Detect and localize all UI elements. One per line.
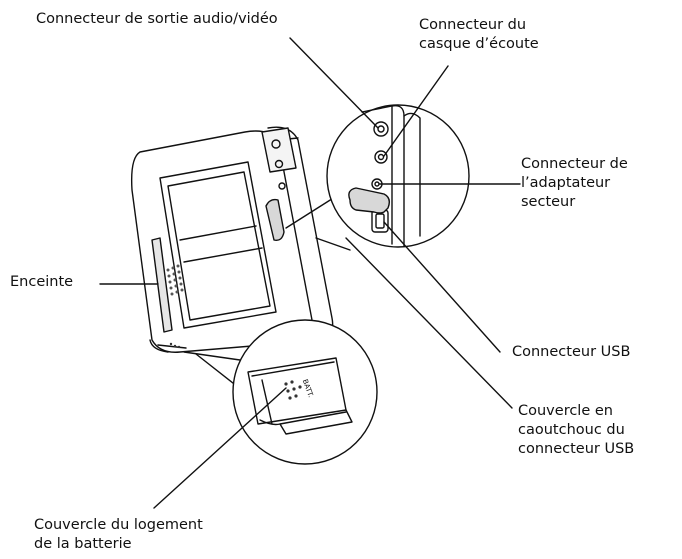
zoomed-battery-door [247, 357, 353, 435]
label-usb-connector: Connecteur USB [512, 344, 631, 360]
label-speaker: Enceinte [10, 274, 74, 290]
label-av-output-connector: Connecteur de sortie audio/vidéo [36, 11, 278, 27]
label-battery-cover: Couvercle du logement de la batterie [34, 517, 203, 552]
zoomed-usb-cover [348, 187, 391, 214]
label-ac-adapter-connector: Connecteur de l’adaptateur secteur [521, 156, 628, 210]
label-usb-rubber-cover: Couvercle en caoutchouc du connecteur US… [518, 403, 635, 457]
leader-av-out [289, 37, 379, 129]
leader-headphone [383, 65, 449, 157]
connector-strip [261, 127, 297, 173]
zoomed-connector-side [348, 105, 421, 247]
zoom-circle-connectors [326, 104, 470, 248]
label-headphone-connector: Connecteur du casque d’écoute [419, 17, 539, 52]
side-grip [151, 237, 173, 333]
av-jack [271, 139, 281, 149]
leader-usb [383, 221, 501, 353]
leader-usb-cover [345, 237, 513, 409]
zoom-leader-bottom [315, 237, 351, 251]
back-panel [159, 161, 277, 329]
usb-cover-small [265, 198, 285, 242]
bottom-edge [157, 344, 187, 349]
headphone-jack [274, 159, 284, 169]
speaker-grille [166, 264, 184, 296]
ac-jack [278, 182, 286, 190]
leader-battery-cover [153, 387, 287, 509]
